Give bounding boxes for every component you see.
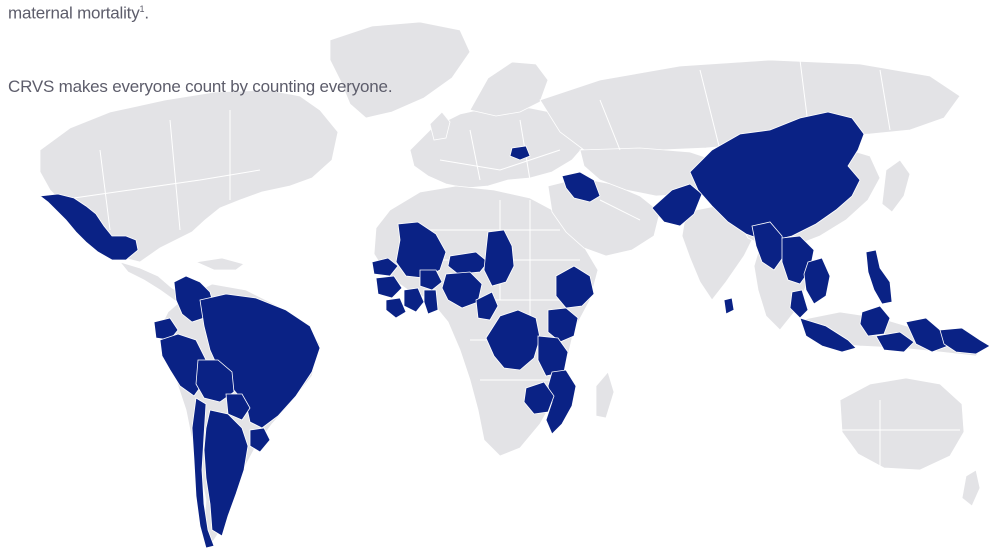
land-greenland [329, 21, 471, 119]
country-uruguay[interactable] [249, 427, 271, 453]
land-scandinavia [469, 61, 549, 117]
country-chad[interactable] [483, 229, 515, 287]
land-madagascar [595, 371, 615, 419]
country-senegal[interactable] [371, 257, 399, 277]
land-new-zealand [961, 469, 981, 507]
country-guinea[interactable] [375, 275, 403, 299]
country-cote-divoire[interactable] [403, 287, 425, 313]
footnote-marker[interactable]: 1 [139, 4, 145, 14]
land-australia [839, 377, 965, 471]
country-ghana-togo[interactable] [423, 289, 439, 315]
country-ethiopia[interactable] [555, 265, 595, 309]
country-burkina-faso[interactable] [419, 269, 443, 291]
text-line-crvs-tagline: CRVS makes everyone count by counting ev… [8, 77, 393, 96]
country-mexico[interactable] [38, 193, 139, 261]
highlight-layer [38, 111, 991, 549]
line1-period: . [144, 3, 149, 23]
country-indonesia[interactable] [799, 305, 949, 353]
land-japan [881, 159, 911, 213]
country-bulgaria[interactable] [509, 145, 531, 161]
country-niger[interactable] [447, 251, 489, 275]
country-paraguay[interactable] [225, 393, 251, 421]
country-argentina[interactable] [203, 409, 249, 537]
country-vietnam-cambodia[interactable] [803, 257, 831, 305]
country-malaysia[interactable] [789, 289, 809, 319]
country-chile[interactable] [191, 397, 215, 549]
country-papua-new-guinea[interactable] [939, 327, 991, 355]
country-philippines[interactable] [865, 249, 893, 305]
country-bangladesh-myanmar[interactable] [751, 221, 785, 271]
country-cameroon[interactable] [475, 291, 499, 321]
country-sierra-leone-liberia[interactable] [385, 297, 407, 319]
line1-text: maternal mortality [8, 3, 140, 23]
country-sri-lanka[interactable] [723, 297, 735, 315]
land-uk [429, 111, 451, 141]
country-uganda-kenya[interactable] [547, 307, 579, 343]
text-line-maternal-mortality: maternal mortality1. [8, 0, 149, 25]
country-syria-iraq[interactable] [561, 171, 601, 203]
country-nigeria[interactable] [441, 271, 483, 309]
country-pakistan[interactable] [651, 183, 703, 227]
country-china[interactable] [689, 111, 865, 243]
land-caribbean [194, 257, 245, 271]
country-zambia-zimbabwe[interactable] [523, 381, 555, 415]
country-dr-congo[interactable] [485, 309, 541, 371]
